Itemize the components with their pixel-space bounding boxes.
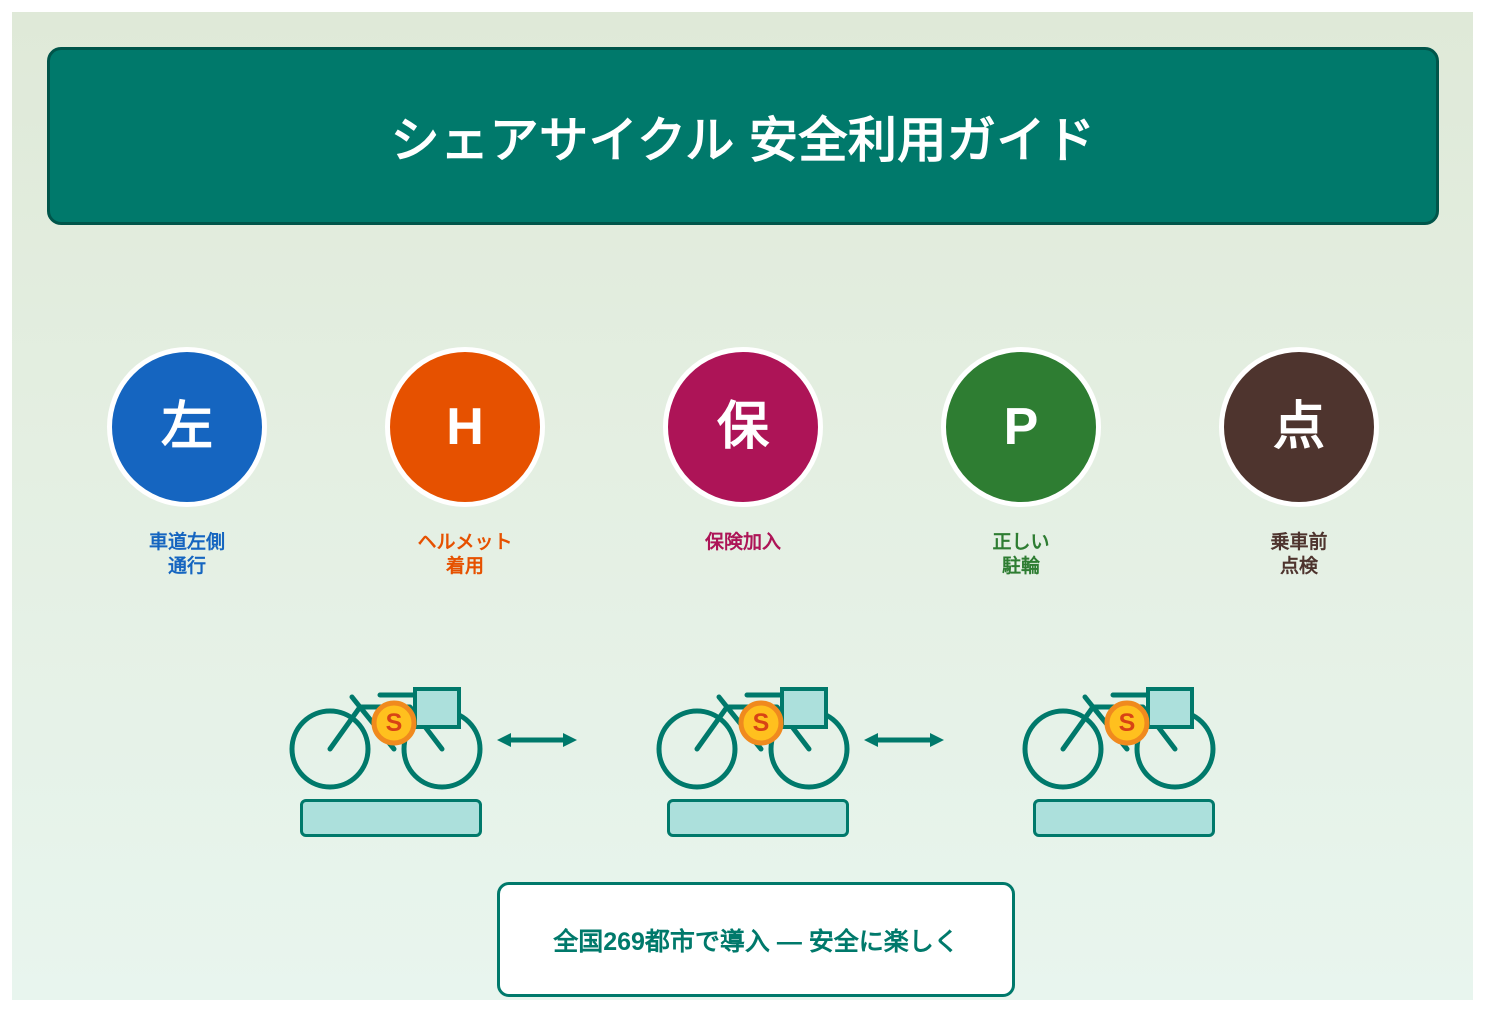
spacing-arrow-icon	[864, 733, 944, 747]
share-badge-letter: S	[1119, 709, 1136, 737]
rule-item-pre-ride-inspection[interactable]: 点 乗車前 点検	[1174, 347, 1424, 580]
bike-dock-unit[interactable]: S	[649, 667, 949, 852]
dock-bar[interactable]	[1033, 799, 1215, 837]
rule-glyph: 左	[160, 398, 213, 456]
dock-bar[interactable]	[667, 799, 849, 837]
bike-dock-scene: S S	[282, 667, 1227, 852]
dock-bar[interactable]	[300, 799, 482, 837]
rule-label-correct-parking: 正しい 駐輪	[992, 532, 1050, 578]
rule-item-ride-left-side[interactable]: 左 車道左側 通行	[62, 347, 312, 580]
rule-label-pre-ride-inspection: 乗車前 点検	[1270, 532, 1328, 578]
rule-item-wear-helmet[interactable]: H ヘルメット 着用	[340, 347, 590, 580]
rule-badge-correct-parking[interactable]: P	[941, 347, 1101, 507]
share-badge-letter: S	[386, 709, 403, 737]
rule-badge-pre-ride-inspection[interactable]: 点	[1219, 347, 1379, 507]
rule-badge-wear-helmet[interactable]: H	[385, 347, 545, 507]
rule-glyph: P	[1003, 398, 1039, 456]
rule-icon-row: 左 車道左側 通行 H ヘルメット 着用 保 保険加入 P 正しい 駐輪 点	[47, 347, 1439, 587]
share-badge-icon	[371, 700, 417, 746]
page-title: シェアサイクル 安全利用ガイド	[390, 113, 1096, 168]
rule-label-join-insurance: 保険加入	[704, 532, 781, 553]
bike-dock-unit[interactable]: S	[1015, 667, 1315, 852]
share-badge-letter: S	[753, 709, 770, 737]
poster-canvas: シェアサイクル 安全利用ガイド 左 車道左側 通行 H ヘルメット 着用 保 保…	[12, 12, 1473, 1000]
rule-badge-join-insurance[interactable]: 保	[663, 347, 823, 507]
bicycle-icon: S	[289, 687, 483, 790]
rule-label-wear-helmet: ヘルメット 着用	[417, 532, 513, 578]
rule-item-correct-parking[interactable]: P 正しい 駐輪	[896, 347, 1146, 580]
bicycle-icon: S	[656, 687, 850, 790]
footer-note: 全国269都市で導入 — 安全に楽しく	[497, 882, 1015, 997]
share-badge-icon	[738, 700, 784, 746]
spacing-arrow-icon	[497, 733, 577, 747]
rule-glyph: H	[446, 398, 484, 456]
bike-dock-unit[interactable]: S	[282, 667, 582, 852]
rule-glyph: 保	[716, 398, 769, 456]
rule-item-join-insurance[interactable]: 保 保険加入	[618, 347, 868, 555]
bicycle-icon: S	[1022, 687, 1216, 790]
footer-note-text: 全国269都市で導入 — 安全に楽しく	[553, 927, 959, 956]
rule-badge-ride-left-side[interactable]: 左	[107, 347, 267, 507]
header-banner: シェアサイクル 安全利用ガイド	[47, 47, 1439, 225]
rule-label-ride-left-side: 車道左側 通行	[148, 532, 225, 578]
rule-glyph: 点	[1272, 398, 1325, 456]
share-badge-icon	[1104, 700, 1150, 746]
